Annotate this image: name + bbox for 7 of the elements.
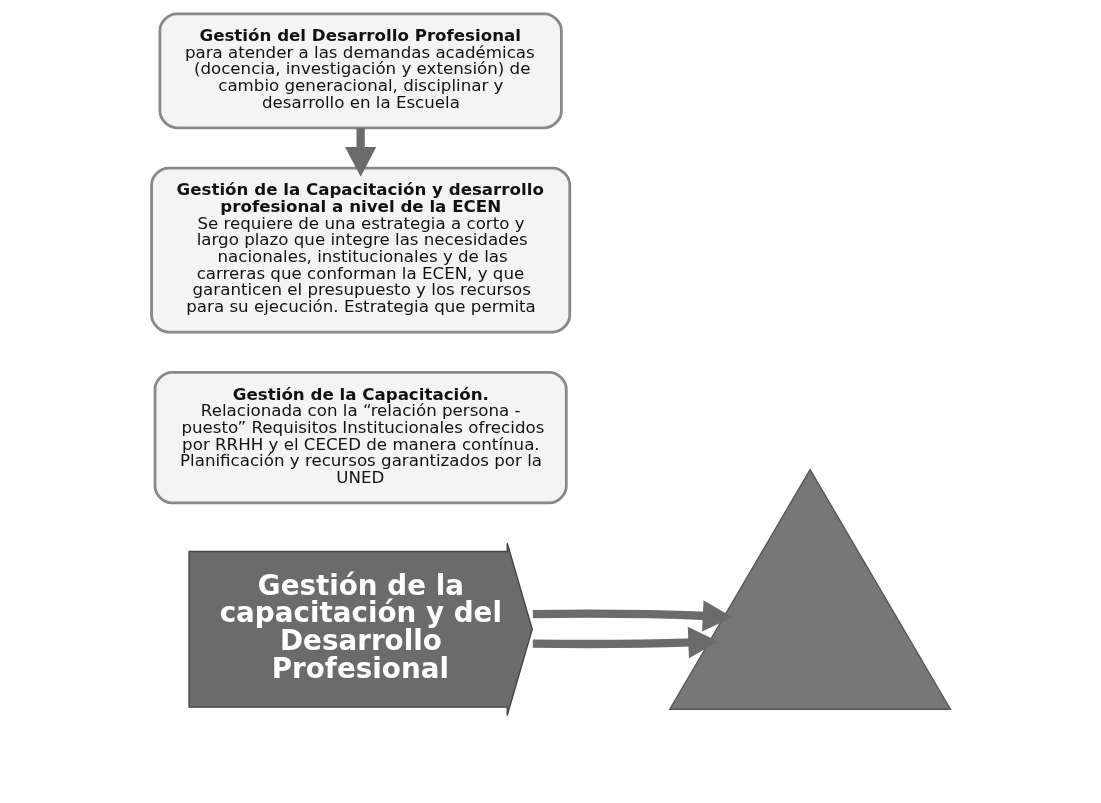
arrow <box>344 128 376 177</box>
node-box: Gestión de la Capacitación y desarrollo profesional a nivel de la ECEN Se requiere de una estrategia a corto y largo plazo que integre las necesidades nacionales, institucionales y de las carreras que conforman la ECEN, y que garanticen el presupuesto y los recursos para su ejecución. Estrategia que permita <box>149 166 571 334</box>
arrow <box>532 626 718 659</box>
node-box: Gestión del Desarrollo Profesional para atender a las demandas académicas (docencia, investigación y extensión) de cambio generacional, disciplinar y desarrollo en la Escuela <box>158 12 563 130</box>
node-box: Gestión de la Capacitación. Relacionada con la “relación persona - puesto” Requisitos Institucionales ofrecidos por RRHH y el CECED de manera contínua. Planificación y recursos garantizados por la UNED <box>153 370 568 505</box>
arrow <box>532 600 733 632</box>
node-triangle <box>668 468 952 710</box>
